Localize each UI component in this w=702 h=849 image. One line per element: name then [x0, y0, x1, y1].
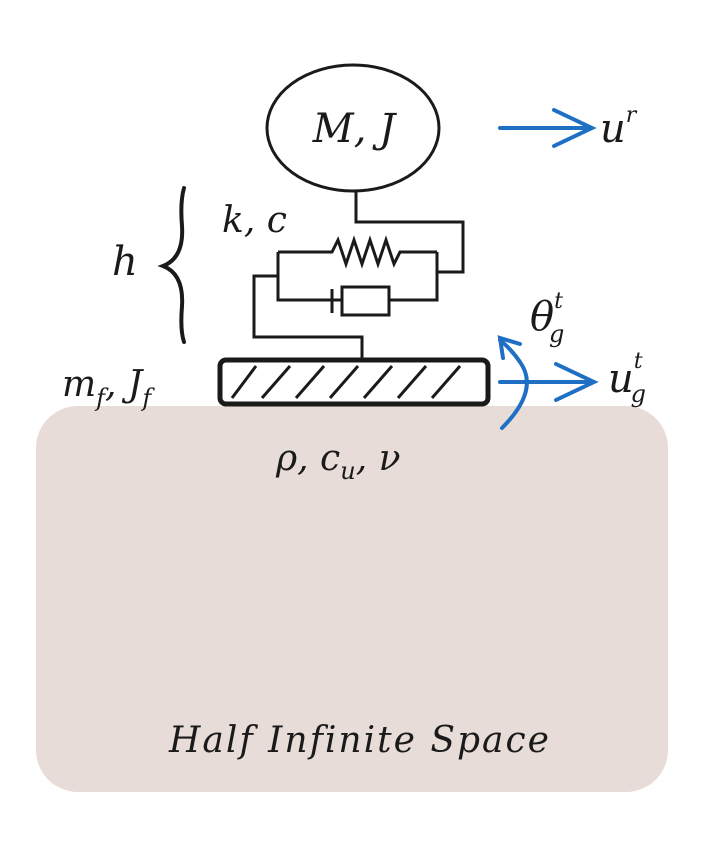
spring [278, 235, 437, 269]
mass-label: M, J [312, 106, 397, 152]
relative-displacement-label: ur [600, 103, 638, 152]
foundation-plate [217, 357, 491, 407]
mass-ellipse [265, 63, 441, 193]
soil-properties-label: ρ, cu, ν [275, 438, 400, 485]
half-space-label: Half Infinite Space [168, 720, 551, 761]
height-label: h [112, 239, 138, 285]
relative-displacement-arrow [498, 108, 597, 148]
ground-displacement-arrow [498, 362, 599, 402]
stiffness-label: k, c [222, 200, 287, 241]
height-brace [157, 186, 186, 344]
mass-connector [354, 191, 465, 274]
foundation-label: mf, Jf [62, 364, 155, 412]
rocking-arrow [497, 335, 529, 430]
half-space-region [36, 406, 668, 792]
foundation-connector [252, 274, 364, 360]
damper [278, 285, 437, 317]
